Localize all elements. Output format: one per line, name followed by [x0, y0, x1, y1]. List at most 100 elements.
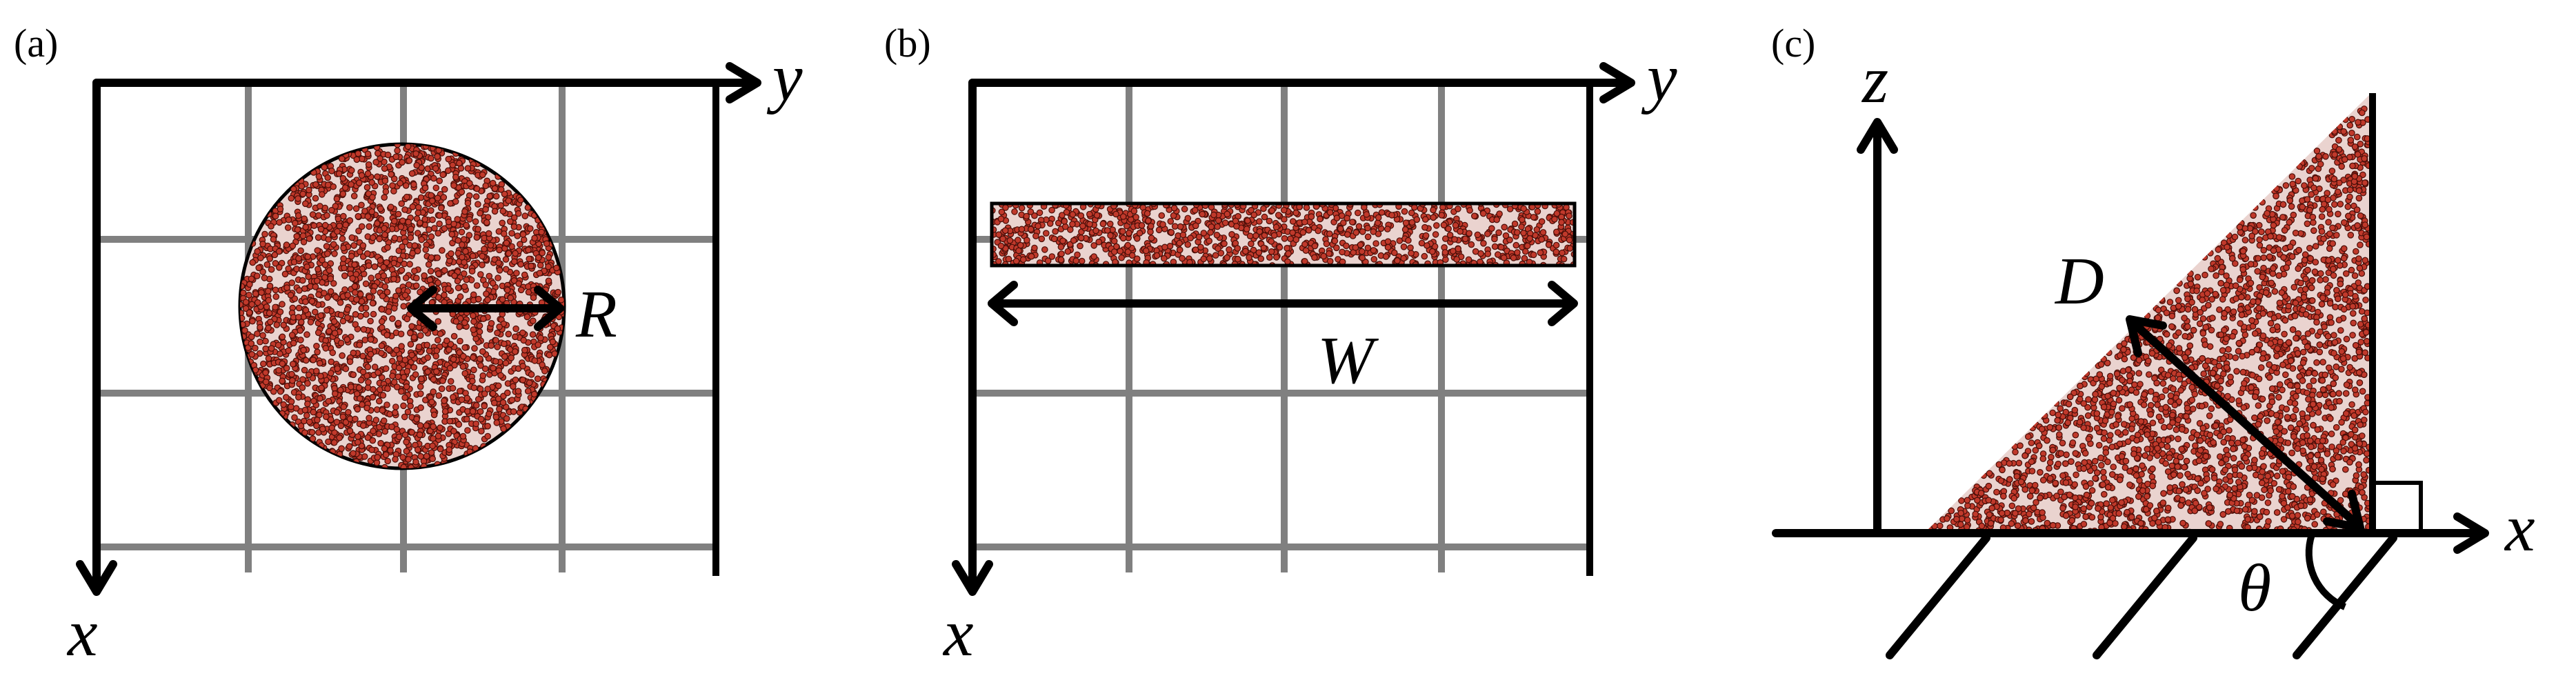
particle — [472, 401, 480, 409]
particle — [521, 271, 528, 279]
particle — [312, 195, 319, 202]
particle — [2306, 383, 2313, 390]
particle — [432, 368, 440, 375]
particle — [343, 314, 351, 321]
particle — [473, 234, 481, 241]
particle — [1276, 243, 1284, 251]
particle — [1095, 238, 1102, 246]
particle — [1375, 214, 1382, 221]
particle — [404, 144, 412, 150]
particle — [510, 383, 517, 390]
particle — [268, 223, 274, 230]
particle — [417, 390, 424, 397]
particle — [325, 438, 332, 446]
particle — [2347, 231, 2355, 239]
particle — [357, 377, 365, 383]
particle — [488, 342, 495, 349]
particle — [1027, 226, 1035, 233]
particle — [272, 293, 280, 300]
particle — [1292, 209, 1299, 217]
particle — [343, 336, 351, 343]
particle — [430, 175, 437, 182]
particle — [1268, 248, 1275, 255]
particle — [512, 376, 519, 383]
particle — [292, 405, 300, 412]
particle — [436, 177, 443, 184]
particle — [2313, 148, 2321, 154]
particle — [412, 458, 419, 466]
particle — [484, 432, 491, 440]
particle — [495, 382, 502, 390]
particle — [499, 208, 507, 215]
particle — [344, 292, 351, 299]
particle — [1530, 251, 1537, 259]
particle — [481, 246, 488, 252]
particle — [308, 428, 316, 436]
particle — [519, 231, 527, 238]
particle — [310, 222, 318, 229]
particle — [521, 212, 529, 219]
particle — [2097, 361, 2105, 368]
particle — [408, 428, 415, 436]
particle — [489, 279, 497, 287]
particle — [407, 402, 414, 410]
particle — [475, 226, 481, 233]
particle — [302, 306, 310, 314]
particle — [403, 193, 410, 201]
particle — [441, 186, 448, 193]
particle — [1408, 250, 1415, 257]
particle — [382, 188, 390, 195]
particle — [526, 379, 533, 386]
particle — [254, 248, 261, 255]
particle — [473, 185, 481, 192]
particle — [492, 337, 499, 344]
particle — [334, 228, 341, 235]
particle — [545, 263, 552, 270]
particle — [1301, 219, 1308, 226]
particle — [478, 428, 485, 435]
particle — [1246, 254, 1252, 261]
particle — [1134, 235, 1141, 242]
particle — [348, 234, 356, 241]
particle — [2308, 284, 2315, 292]
particle — [1228, 230, 1235, 238]
particle — [299, 277, 306, 284]
particle — [248, 350, 256, 358]
particle — [557, 296, 564, 303]
particle — [470, 326, 477, 333]
panel-a-y-label: y — [766, 41, 803, 115]
particle — [323, 243, 330, 250]
particle — [312, 283, 319, 290]
particle — [381, 283, 388, 290]
particle — [1012, 257, 1020, 265]
particle — [495, 275, 501, 281]
particle — [437, 204, 445, 212]
particle — [289, 242, 297, 250]
particle — [479, 348, 486, 355]
particle — [2337, 201, 2344, 208]
particle — [515, 210, 522, 217]
particle — [491, 208, 499, 215]
particle — [1221, 240, 1228, 248]
particle — [310, 397, 317, 405]
particle — [1355, 223, 1363, 230]
particle — [455, 284, 462, 292]
particle — [503, 389, 511, 397]
particle — [427, 268, 435, 275]
particle — [520, 236, 528, 243]
particle — [1119, 228, 1126, 235]
particle — [377, 439, 384, 447]
particle — [283, 284, 290, 291]
particle — [1479, 210, 1487, 217]
particle — [388, 171, 395, 178]
particle — [386, 410, 393, 418]
particle — [1333, 244, 1340, 252]
particle — [1199, 210, 1206, 218]
particle — [1086, 210, 1093, 218]
particle — [494, 329, 501, 337]
particle — [1268, 238, 1275, 245]
particle — [2318, 213, 2326, 220]
particle — [1441, 249, 1449, 256]
particle — [341, 286, 348, 293]
particle — [382, 451, 390, 459]
